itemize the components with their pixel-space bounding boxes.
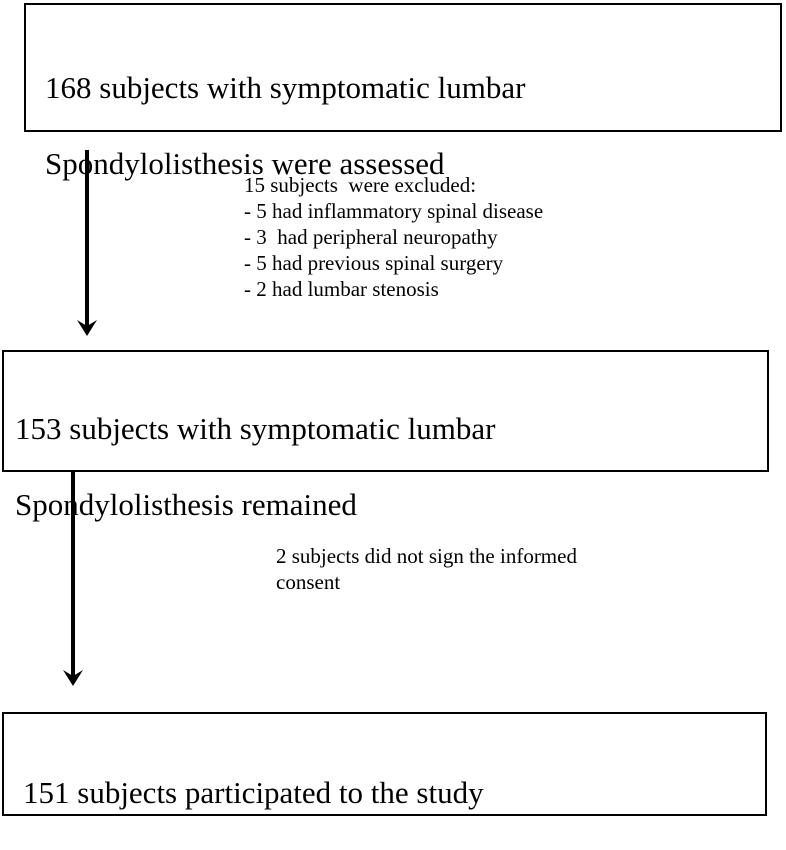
box-remained-line-2: Spondylolisthesis remained [15,487,357,522]
box-participated-text: 151 subjects participated to the study [23,736,484,850]
exclusion-item-stenosis: - 2 had lumbar stenosis [244,277,439,301]
exclusion-item-inflammatory: - 5 had inflammatory spinal disease [244,199,544,223]
consent-note-line-2: consent [276,570,341,594]
exclusion-item-surgery: - 5 had previous spinal surgery [244,251,504,275]
box-remained-text: 153 subjects with symptomatic lumbar Spo… [15,372,495,562]
exclusion-note: 15 subjects were excluded: - 5 had infla… [244,172,543,302]
box-remained: 153 subjects with symptomatic lumbar Spo… [2,350,769,522]
exclusion-item-neuropathy: - 3 had peripheral neuropathy [244,225,498,249]
exclusion-heading: 15 subjects were excluded: [244,173,477,197]
consent-note: 2 subjects did not sign the informed con… [276,543,577,595]
box-participated: 151 subjects participated to the study [2,712,767,816]
arrow-down-2 [63,470,83,686]
box-remained-line-1: 153 subjects with symptomatic lumbar [15,411,496,446]
box-assessed-text: 168 subjects with symptomatic lumbar Spo… [45,31,525,221]
consent-note-line-1: 2 subjects did not sign the informed [276,544,577,568]
box-assessed-line-2: Spondylolisthesis were assessed [45,146,445,181]
box-assessed: 168 subjects with symptomatic lumbar Spo… [24,3,782,181]
box-participated-line-1: 151 subjects participated to the study [23,775,484,810]
arrow-down-1 [77,150,97,336]
box-assessed-line-1: 168 subjects with symptomatic lumbar [45,70,526,105]
